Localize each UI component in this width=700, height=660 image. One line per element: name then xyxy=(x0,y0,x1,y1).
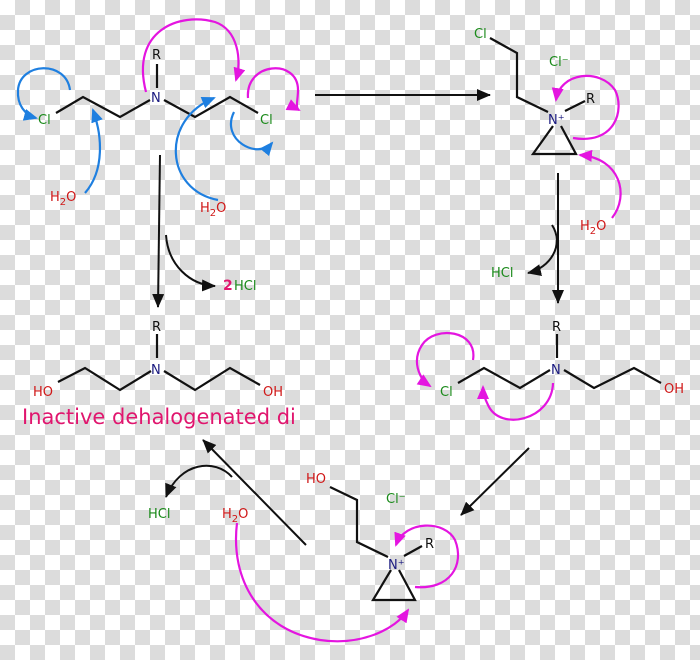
reaction-arrow xyxy=(152,154,165,308)
electron-arrow xyxy=(16,67,72,121)
chloride-counterion: Cl⁻ xyxy=(386,492,406,507)
nitrogen-cation: N⁺ xyxy=(548,113,565,128)
electron-arrow xyxy=(578,149,622,219)
hcl-byproduct: HCl xyxy=(234,279,256,294)
chlorine-left: Cl xyxy=(38,113,51,128)
byproduct-arrow xyxy=(165,234,216,292)
r-group: R xyxy=(586,92,595,107)
water-right: H2O xyxy=(200,201,226,219)
r-group: R xyxy=(552,320,561,335)
hydroxyl: OH xyxy=(664,382,684,397)
r-group: R xyxy=(152,320,161,335)
product-caption: Inactive dehalogenated di xyxy=(22,405,296,429)
dehalogenated-diol: R N HO OH Inactive dehalogenated di xyxy=(22,320,296,429)
r-group: R xyxy=(152,48,161,63)
hcl-byproduct-right: HCl xyxy=(491,266,513,281)
chlorine-atom: Cl xyxy=(440,385,453,400)
chloride-counterion: Cl⁻ xyxy=(549,55,569,70)
electron-arrow xyxy=(234,522,410,643)
electron-arrow xyxy=(246,67,301,111)
electron-arrow xyxy=(394,524,460,589)
half-hydrolysed-mustard: R N Cl OH xyxy=(415,320,684,421)
aziridinium-ion-2: HO Cl⁻ N⁺ R H2O xyxy=(222,472,460,643)
reaction-arrow xyxy=(202,439,307,546)
water: H2O xyxy=(222,507,248,525)
hydroxyl-right: OH xyxy=(263,385,283,400)
nitrogen-mustard: R N Cl Cl H2O H2O xyxy=(16,18,301,219)
byproduct-arrow xyxy=(165,464,233,498)
nitrogen-cation: N⁺ xyxy=(388,558,405,573)
electron-arrow xyxy=(141,18,246,93)
water-left: H2O xyxy=(50,190,76,208)
aziridinium-ion-1: Cl Cl⁻ N⁺ R H2O xyxy=(474,27,622,237)
nitrogen-atom: N xyxy=(151,91,161,106)
nitrogen-atom: N xyxy=(151,363,161,378)
chlorine-atom: Cl xyxy=(474,27,487,42)
chlorine-right: Cl xyxy=(260,113,273,128)
hcl-byproduct-bottom: HCl xyxy=(148,507,170,522)
electron-arrow xyxy=(84,108,103,194)
reaction-arrow xyxy=(460,447,530,516)
nitrogen-atom: N xyxy=(551,363,561,378)
byproduct-arrow xyxy=(527,224,558,276)
water: H2O xyxy=(580,219,606,237)
r-group: R xyxy=(425,537,434,552)
hydroxyl-left: HO xyxy=(33,385,53,400)
electron-arrow xyxy=(415,331,475,388)
stoichiometry-two: 2 xyxy=(223,278,233,294)
electron-arrow xyxy=(551,74,620,141)
electron-arrow xyxy=(174,96,219,202)
electron-arrow xyxy=(230,111,274,157)
hydroxyl: HO xyxy=(306,472,326,487)
electron-arrow xyxy=(477,382,555,421)
